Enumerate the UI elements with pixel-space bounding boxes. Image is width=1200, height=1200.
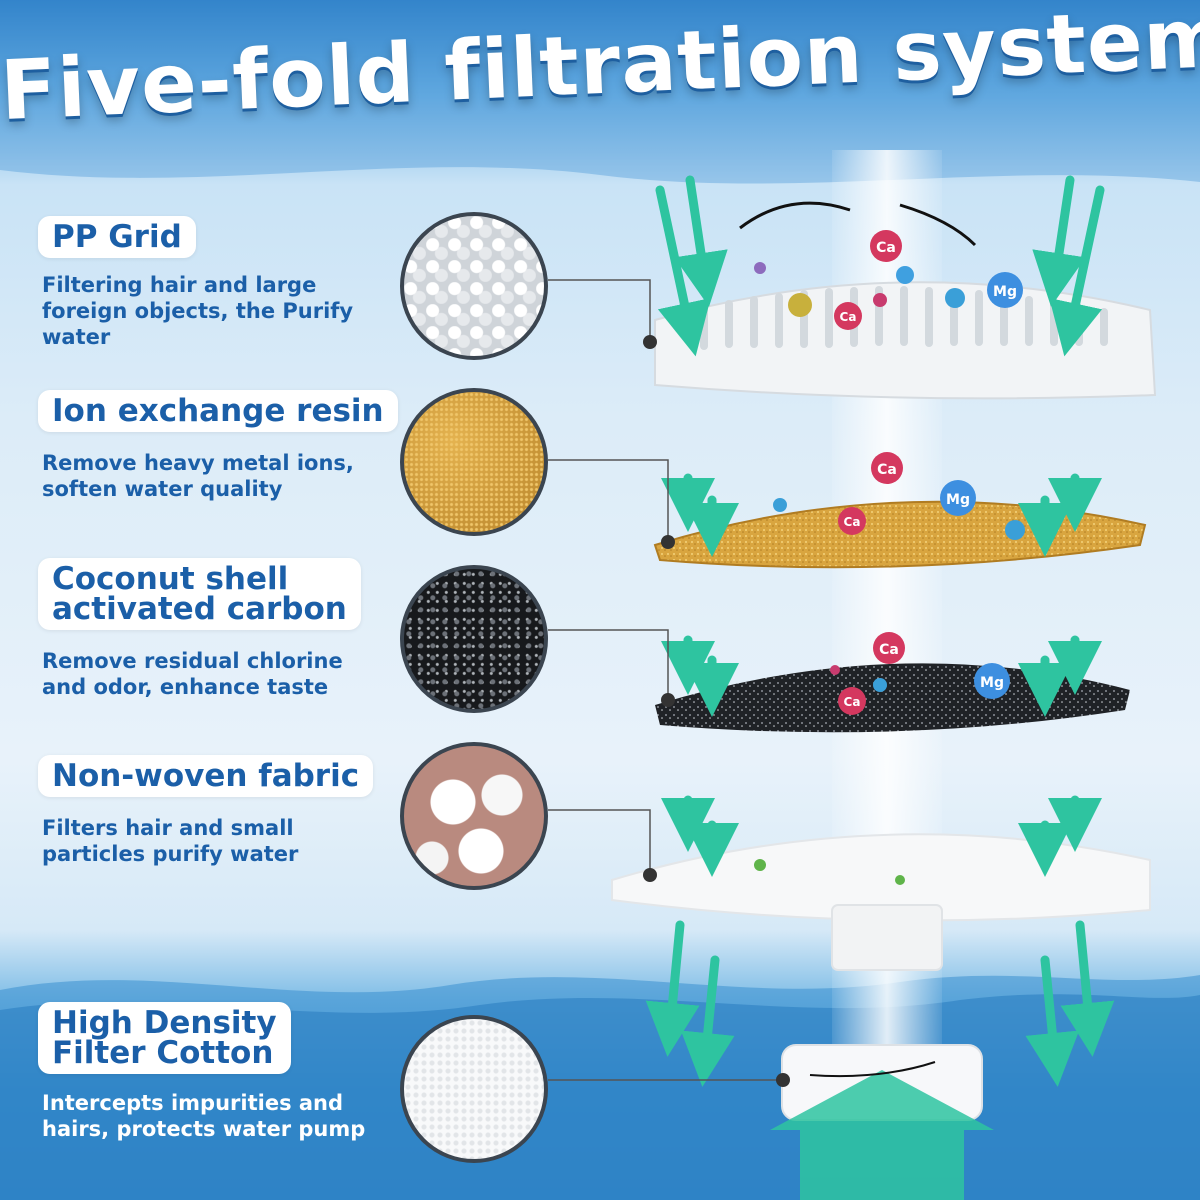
resin-layer xyxy=(653,500,1147,569)
layer-1-description: Filtering hair and large foreign objects… xyxy=(42,272,353,350)
ion-mg-badge: Mg xyxy=(980,675,1004,691)
carbon-sample xyxy=(400,565,548,713)
layer-4-title: Non-woven fabric xyxy=(38,755,374,797)
connector-dots xyxy=(643,335,790,1087)
connector-lines xyxy=(548,279,783,1081)
desc-line: particles purify water xyxy=(42,842,299,866)
ion-ca-badge: Ca xyxy=(840,310,857,324)
desc-line: and odor, enhance taste xyxy=(42,675,329,699)
layer-5-title: High Density Filter Cotton xyxy=(38,1002,291,1074)
title-line: Filter Cotton xyxy=(52,1035,274,1071)
layer-5-description: Intercepts impurities and hairs, protect… xyxy=(42,1090,365,1142)
ion-mg-badge: Mg xyxy=(946,492,970,508)
desc-line: Remove heavy metal ions, xyxy=(42,451,354,475)
title-line: activated carbon xyxy=(52,591,347,627)
desc-line: water xyxy=(42,325,111,349)
ion-mg-badge: Mg xyxy=(993,284,1017,300)
layer-1-title: PP Grid xyxy=(38,216,196,258)
layer-3-title: Coconut shell activated carbon xyxy=(38,558,361,630)
pp-grid-sample xyxy=(400,212,548,360)
title-line: Coconut shell xyxy=(52,561,289,597)
flow-arrows xyxy=(645,175,1115,1087)
desc-line: foreign objects, the Purify xyxy=(42,299,354,323)
layer-2-title: Ion exchange resin xyxy=(38,390,398,432)
desc-line: Remove residual chlorine xyxy=(42,649,343,673)
title-line: High Density xyxy=(52,1005,277,1041)
ion-ca-badge: Ca xyxy=(876,240,896,256)
layer-3-description: Remove residual chlorine and odor, enhan… xyxy=(42,648,343,700)
fabric-layer xyxy=(611,833,1151,971)
layer-2-description: Remove heavy metal ions, soften water qu… xyxy=(42,450,354,502)
desc-line: Intercepts impurities and xyxy=(42,1091,344,1115)
carbon-layer xyxy=(655,663,1130,733)
desc-line: Filtering hair and large xyxy=(42,273,317,297)
cotton-sample xyxy=(400,742,548,890)
ion-ca-badge: Ca xyxy=(877,462,897,478)
ion-ca-badge: Ca xyxy=(844,515,861,529)
desc-line: soften water quality xyxy=(42,477,283,501)
filter-cotton-sample xyxy=(400,1015,548,1163)
desc-line: Filters hair and small xyxy=(42,816,294,840)
ion-ca-badge: Ca xyxy=(879,642,899,658)
layer-4-description: Filters hair and small particles purify … xyxy=(42,815,298,867)
resin-sample xyxy=(400,388,548,536)
desc-line: hairs, protects water pump xyxy=(42,1117,366,1141)
flow-arrow-up xyxy=(770,1070,994,1200)
ion-ca-badge: Ca xyxy=(844,695,861,709)
ion-badges: Ca Ca Mg Ca Ca Mg Ca Ca Mg xyxy=(834,230,1023,715)
